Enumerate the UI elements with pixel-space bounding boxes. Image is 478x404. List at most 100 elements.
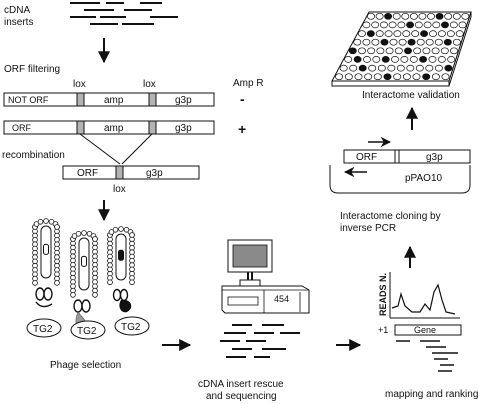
orf-label-2: ORF xyxy=(77,168,98,179)
microplate-icon xyxy=(331,11,472,87)
amp-label-2: amp xyxy=(104,123,124,134)
plate-well xyxy=(348,47,357,55)
lox-label-1: lox xyxy=(73,79,86,90)
plate-well xyxy=(427,12,435,20)
plate-well xyxy=(440,47,449,55)
plate-well xyxy=(358,47,366,55)
construct-orf: ORF amp g3p xyxy=(3,120,215,135)
plate-well xyxy=(423,21,432,29)
plate-well xyxy=(384,12,393,20)
plate-well xyxy=(455,30,464,37)
plate-well xyxy=(447,56,456,63)
tg2-label-3: TG2 xyxy=(121,322,141,333)
plate-well xyxy=(450,47,458,55)
plate-well xyxy=(372,56,381,63)
plate-well xyxy=(364,73,373,81)
g3p-label-2: g3p xyxy=(175,123,192,134)
plate-well xyxy=(371,21,380,29)
plasmid-name-label: pPAO10 xyxy=(405,173,442,184)
read-alignment-icon: Gene +1 xyxy=(378,272,462,372)
plasmid-orf-label: ORF xyxy=(356,152,377,163)
plate-well xyxy=(452,38,461,46)
plate-well xyxy=(387,64,396,72)
plate-well xyxy=(344,73,353,81)
orf-label-1: ORF xyxy=(12,123,32,133)
g3p-label-1: g3p xyxy=(175,95,192,106)
plate-well xyxy=(366,30,375,37)
plate-well xyxy=(402,73,411,81)
recombination-label: recombination xyxy=(2,150,65,161)
plate-well xyxy=(393,30,402,37)
phage-group xyxy=(32,218,135,331)
plate-well xyxy=(375,30,384,37)
cdna-inserts-label-1: cDNA xyxy=(4,5,30,16)
validation-label: Interactome validation xyxy=(362,90,460,101)
plate-well xyxy=(344,56,353,63)
plate-well xyxy=(377,64,386,72)
plate-well xyxy=(444,64,453,72)
plate-well xyxy=(431,73,440,81)
recombination-lines xyxy=(79,133,153,165)
plate-well xyxy=(362,21,371,29)
plate-well xyxy=(422,73,431,81)
plate-well xyxy=(434,64,443,72)
plate-well xyxy=(363,56,371,63)
plate-well xyxy=(412,73,421,81)
plate-well xyxy=(353,38,362,46)
sequencing-reads xyxy=(220,324,300,358)
plate-well xyxy=(437,56,446,63)
plate-well xyxy=(397,21,406,29)
plate-well xyxy=(367,12,375,20)
amp-label-1: amp xyxy=(104,95,124,106)
plate-well xyxy=(349,64,358,72)
sequencer-model-label: 454 xyxy=(274,294,289,304)
plate-well xyxy=(444,12,453,20)
plate-well xyxy=(400,56,409,63)
plate-well xyxy=(437,30,446,37)
orf-filtering-label: ORF filtering xyxy=(4,64,60,75)
plate-well xyxy=(428,56,437,63)
plate-well xyxy=(411,30,420,37)
plus-sign: + xyxy=(238,121,246,137)
plate-well xyxy=(416,38,425,46)
plate-well xyxy=(379,21,388,29)
plasmid-ppao10: ORF g3p pPAO10 xyxy=(329,136,471,194)
plate-well xyxy=(409,12,418,20)
plate-well xyxy=(398,38,407,46)
cdna-inserts-label-2: inserts xyxy=(4,17,33,28)
not-orf-label: NOT ORF xyxy=(8,95,49,105)
plate-well xyxy=(409,56,418,63)
plate-well xyxy=(446,30,455,37)
plate-well xyxy=(358,64,367,72)
plate-well xyxy=(375,12,384,20)
plate-well xyxy=(443,38,452,46)
plate-well xyxy=(434,38,443,46)
plate-well xyxy=(384,30,393,37)
tss-label: +1 xyxy=(378,325,388,335)
plate-well xyxy=(425,64,434,72)
plate-well xyxy=(414,21,423,29)
plate-well xyxy=(373,73,382,81)
rescue-label-2: and sequencing xyxy=(206,391,277,402)
plate-well xyxy=(339,64,348,72)
plate-well xyxy=(392,12,401,20)
plate-well xyxy=(393,73,402,81)
plate-well xyxy=(376,47,385,55)
tg2-label-1: TG2 xyxy=(33,324,53,335)
plate-well xyxy=(413,47,422,55)
gene-label: Gene xyxy=(414,325,436,335)
plate-well xyxy=(419,56,428,63)
plasmid-g3p-label: g3p xyxy=(426,152,443,163)
construct-not-orf: NOT ORF amp g3p xyxy=(3,92,215,107)
plate-well xyxy=(422,47,431,55)
plate-well xyxy=(354,73,363,81)
plate-well xyxy=(401,12,410,20)
plate-well xyxy=(404,47,412,55)
plate-well xyxy=(452,12,461,20)
plate-well xyxy=(396,64,405,72)
plate-well xyxy=(425,38,434,46)
lox-label-3: lox xyxy=(113,184,126,195)
plate-well xyxy=(367,47,376,55)
plate-well xyxy=(407,38,416,46)
